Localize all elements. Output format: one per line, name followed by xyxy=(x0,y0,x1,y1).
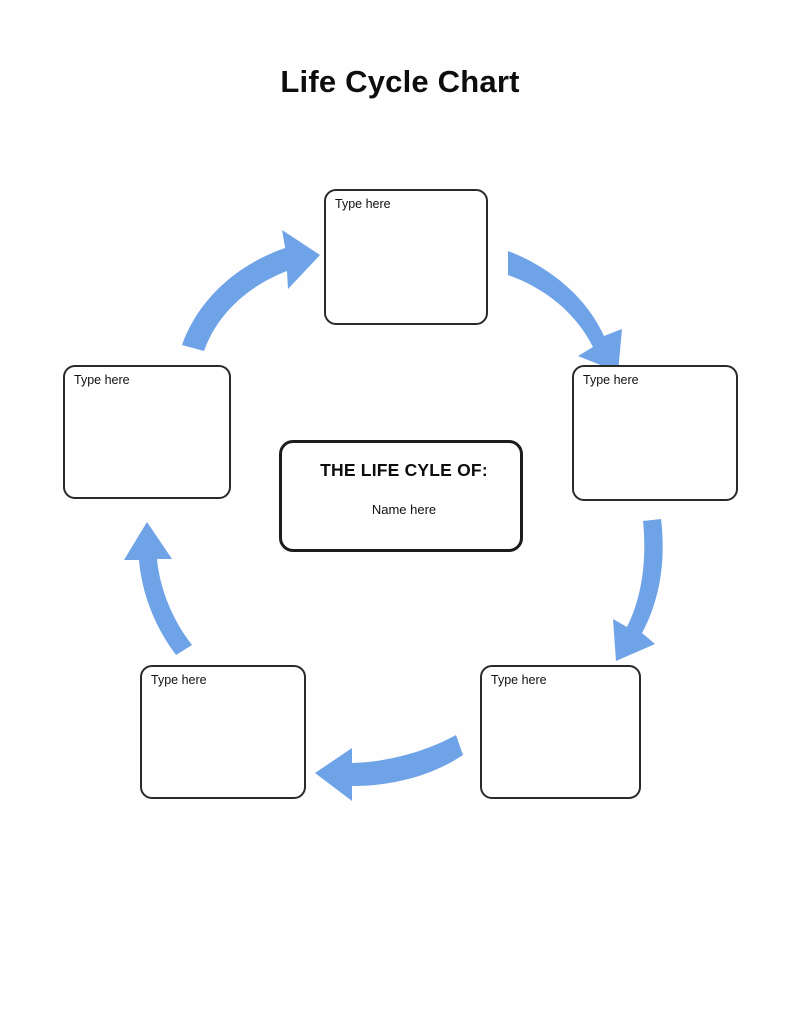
center-box[interactable]: THE LIFE CYLE OF: Name here xyxy=(279,440,523,552)
stage-box-bottom-right[interactable]: Type here xyxy=(480,665,641,799)
stage-label-top: Type here xyxy=(335,197,391,211)
stage-label-left: Type here xyxy=(74,373,130,387)
arrow-bottomleft-to-left xyxy=(124,522,192,655)
stage-label-bottom-left: Type here xyxy=(151,673,207,687)
arrow-left-to-top xyxy=(182,230,320,351)
stage-box-bottom-left[interactable]: Type here xyxy=(140,665,306,799)
stage-label-right: Type here xyxy=(583,373,639,387)
page-title: Life Cycle Chart xyxy=(280,64,520,99)
center-name-field[interactable]: Name here xyxy=(371,502,437,517)
center-heading: THE LIFE CYLE OF: xyxy=(320,460,488,480)
stage-box-right[interactable]: Type here xyxy=(572,365,738,501)
arrow-right-to-bottomright xyxy=(613,519,663,661)
stage-box-left[interactable]: Type here xyxy=(63,365,231,499)
stage-label-bottom-right: Type here xyxy=(491,673,547,687)
arrow-bottomright-to-bottomleft xyxy=(315,735,463,801)
arrow-top-to-right xyxy=(508,251,622,372)
stage-box-top[interactable]: Type here xyxy=(324,189,488,325)
